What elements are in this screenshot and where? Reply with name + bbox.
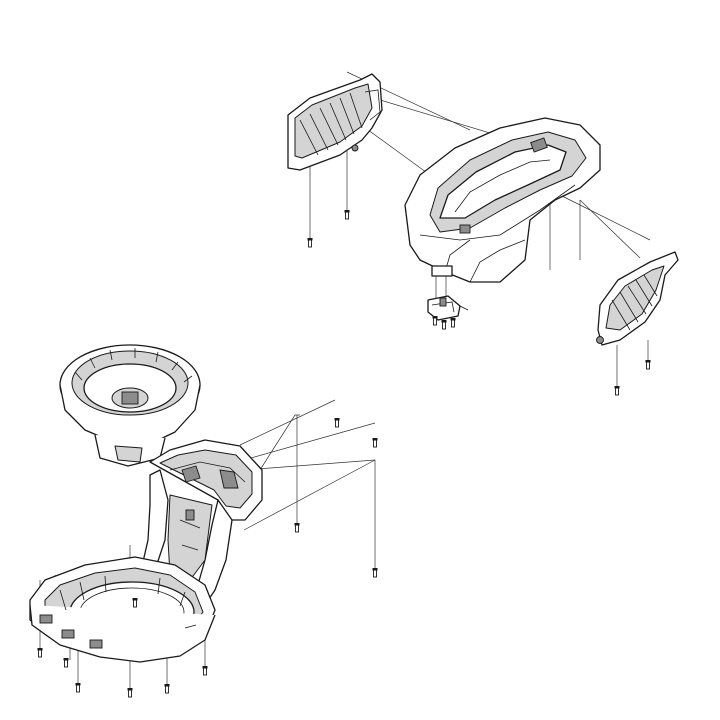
screw-icon <box>614 386 620 396</box>
screw-icon <box>645 360 651 370</box>
screw-icon <box>334 418 340 428</box>
screw-icon <box>432 316 438 326</box>
screw-icon <box>307 238 313 248</box>
left-grille-slats <box>299 92 363 156</box>
handle-base-assembly <box>29 439 263 663</box>
right-grille-slats <box>611 274 658 331</box>
screw-icon <box>202 666 208 676</box>
screws <box>37 210 651 698</box>
main-body-shell <box>404 117 601 283</box>
screw-icon <box>372 438 378 448</box>
screw-icon <box>164 684 170 694</box>
right-side-grille <box>596 251 679 346</box>
round-housing-ribs <box>74 348 193 383</box>
screw-icon <box>372 568 378 578</box>
screw-icon <box>127 688 133 698</box>
small-bracket <box>427 295 469 321</box>
screw-icon <box>132 598 138 608</box>
screw-icon <box>75 683 81 693</box>
screw-icon <box>63 658 69 668</box>
screw-icon <box>344 210 350 220</box>
screw-icon <box>294 523 300 533</box>
left-side-grille <box>287 73 383 171</box>
screw-icon <box>37 648 43 658</box>
round-housing <box>59 344 201 467</box>
screw-icon <box>450 318 456 328</box>
screw-icon <box>441 320 447 330</box>
base-ribs <box>59 575 197 629</box>
